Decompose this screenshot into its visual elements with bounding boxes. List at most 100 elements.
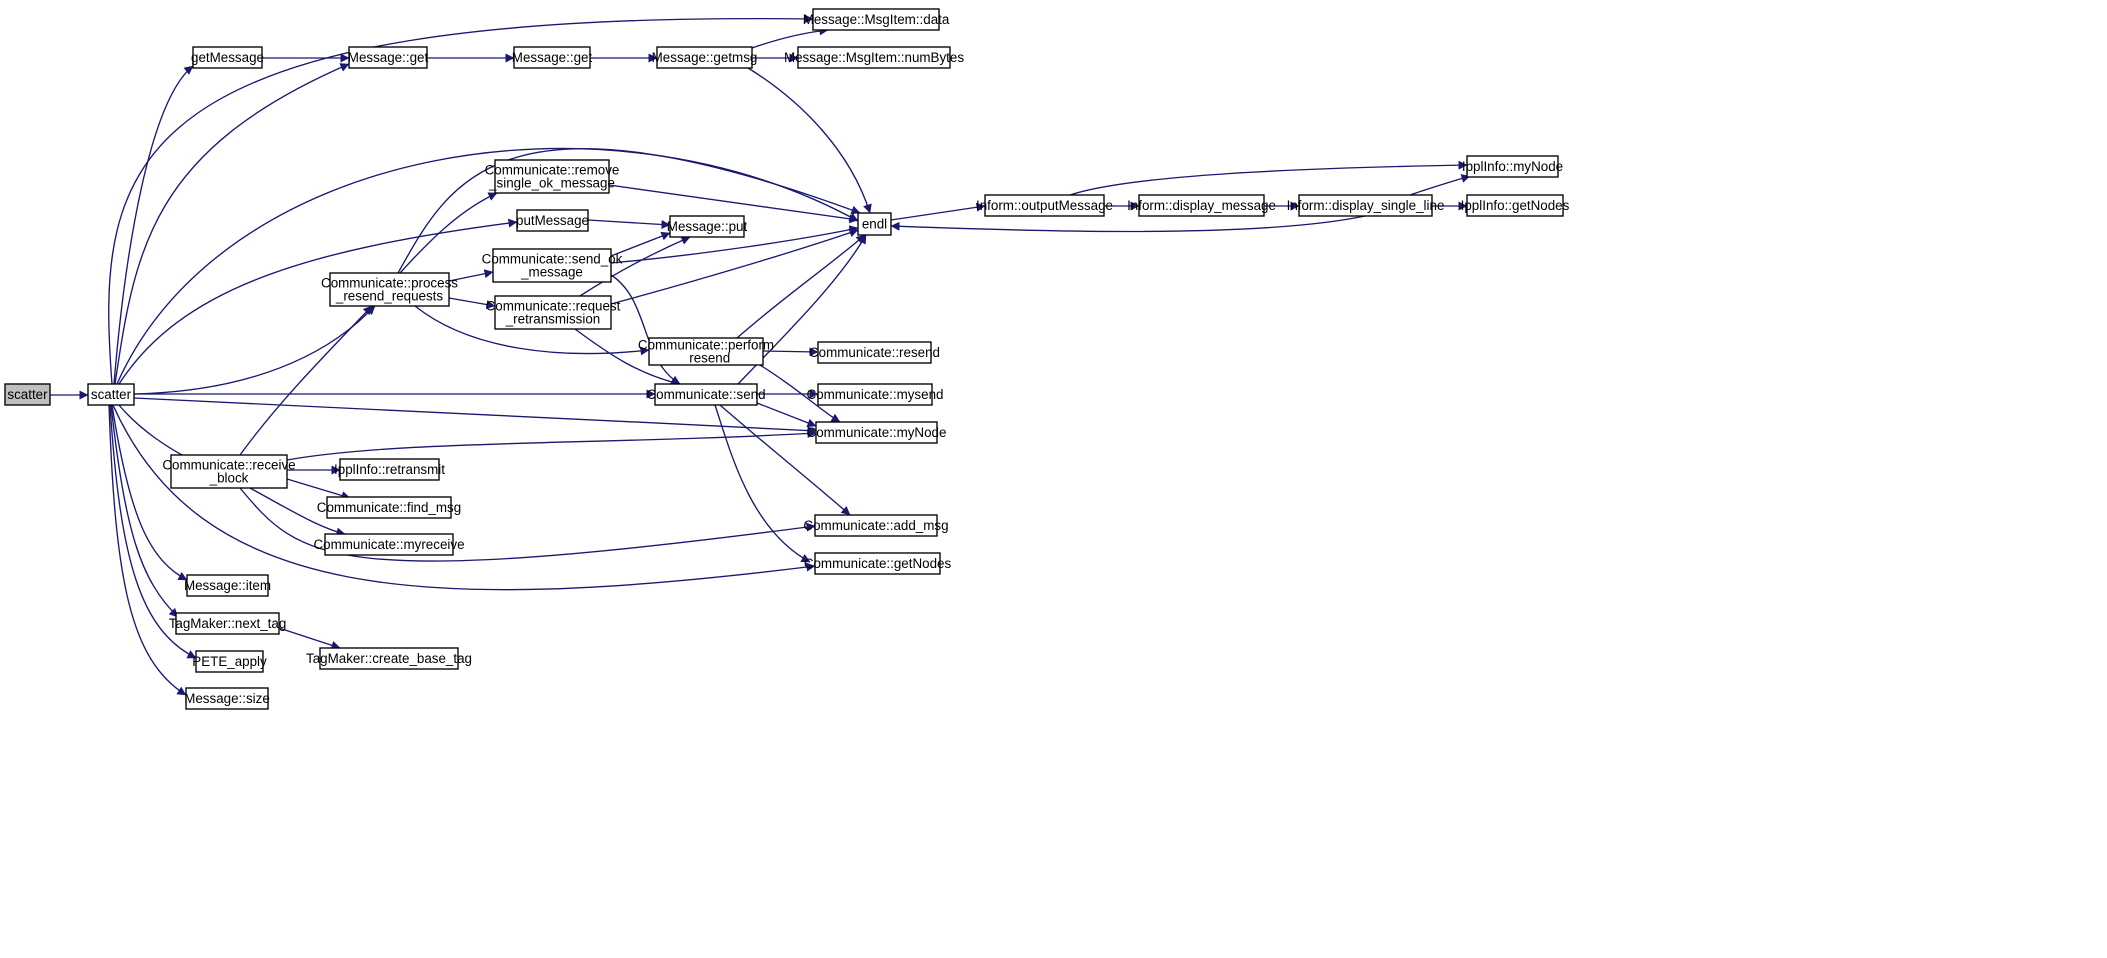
edge-receive_block-to-comm_mynode [286, 428, 817, 461]
node-msg-get2[interactable]: Message::get [512, 46, 593, 69]
node-box [185, 687, 269, 710]
node-label: Communicate::myreceive [313, 537, 464, 552]
node-label: Communicate::add_msg [803, 518, 948, 533]
node-getmsg[interactable]: Message::getmsg [652, 46, 758, 69]
node-pete-apply[interactable]: PETE_apply [192, 650, 267, 673]
node-label: PETE_apply [192, 654, 267, 669]
node-outputMessage[interactable]: Inform::outputMessage [976, 194, 1113, 217]
edge-process_resend-to-remove_single [399, 192, 498, 274]
node-label: IpplInfo::retransmit [334, 462, 445, 477]
node-myreceive[interactable]: Communicate::myreceive [313, 533, 465, 556]
node-msg-put[interactable]: Message::put [667, 215, 748, 238]
node-box [513, 46, 591, 69]
edge-arrow [610, 231, 671, 257]
edge-perform_resend-to-comm_mynode [759, 364, 841, 423]
edge-arrow [610, 274, 681, 385]
node-ippl-getnodes[interactable]: IpplInfo::getNodes [1461, 194, 1570, 217]
node-remove-single[interactable]: Communicate::remove_single_ok_message [485, 159, 620, 194]
node-putMessage[interactable]: putMessage [516, 209, 589, 232]
edge-scatter-to-msgitem_data [108, 14, 814, 385]
node-process-resend[interactable]: Communicate::process_resend_requests [321, 272, 458, 307]
node-comm-send[interactable]: Communicate::send [646, 383, 766, 406]
node-scatter[interactable]: scatter [87, 383, 135, 406]
edge-arrow [751, 26, 829, 49]
node-label: Communicate::myNode [807, 425, 947, 440]
node-add-msg[interactable]: Communicate::add_msg [803, 514, 949, 537]
node-msgitem-data[interactable]: Message::MsgItem::data [803, 8, 950, 31]
node-comm-resend[interactable]: Communicate::resend [809, 341, 940, 364]
node-label: Communicate::receive [162, 458, 295, 473]
node-comm-getnodes[interactable]: Communicate::getNodes [804, 552, 952, 575]
edge-scatter-to-comm_mynode [133, 397, 817, 436]
node-label: endl [862, 217, 887, 232]
edge-process_resend-to-endl [397, 148, 861, 274]
edge-arrow [756, 402, 817, 428]
node-box [186, 574, 269, 597]
node-display-message[interactable]: Inform::display_message [1127, 194, 1276, 217]
node-box [817, 383, 933, 406]
edges-layer [50, 14, 1471, 696]
edge-outputMessage-to-ippl_mynode [1069, 160, 1468, 196]
edge-arrow [587, 219, 671, 229]
node-label: Message::getmsg [652, 50, 758, 65]
node-box [817, 341, 932, 364]
node-box [814, 552, 941, 575]
node-label: Communicate::perform [638, 338, 774, 353]
edge-arrow [448, 269, 494, 282]
edge-perform_resend-to-endl [736, 234, 866, 339]
edge-arrow [111, 404, 188, 581]
node-msgitem-numbytes[interactable]: Message::MsgItem::numBytes [784, 46, 964, 69]
node-request-retrans[interactable]: Communicate::request_retransmission [486, 295, 621, 330]
edge-arrow [397, 148, 861, 274]
edge-arrow [108, 404, 187, 696]
node-label: getMessage [191, 50, 264, 65]
node-label: Message::MsgItem::data [803, 12, 950, 27]
edge-arrow [1069, 160, 1468, 196]
edge-arrow [610, 225, 859, 264]
node-endl[interactable]: endl [857, 212, 892, 236]
node-find-msg[interactable]: Communicate::find_msg [317, 496, 461, 519]
edge-arrow [414, 305, 650, 356]
node-getMessage[interactable]: getMessage [191, 46, 264, 69]
node-label: Message::get [348, 50, 429, 65]
node-label: scatter [7, 387, 48, 402]
node-ippl-mynode[interactable]: IpplInfo::myNode [1462, 155, 1563, 178]
node-label: Communicate::remove [485, 163, 620, 178]
node-label: _retransmission [505, 312, 601, 327]
edge-arrow [286, 478, 351, 500]
node-create-base-tag[interactable]: TagMaker::create_base_tag [306, 647, 472, 670]
node-label: Communicate::resend [809, 345, 940, 360]
node-perform-resend[interactable]: Communicate::perform_resend [638, 337, 774, 366]
edge-scatter-to-receive_block [118, 404, 197, 463]
node-msg-item[interactable]: Message::item [184, 574, 271, 597]
node-label: Communicate::send [646, 387, 765, 402]
node-msg-get1[interactable]: Message::get [348, 46, 429, 69]
edge-arrow [118, 404, 197, 463]
node-ippl-retransmit[interactable]: IpplInfo::retransmit [334, 458, 445, 481]
node-label: _resend [681, 351, 730, 366]
edge-scatter-to-msg_get1 [114, 63, 350, 385]
node-send-ok[interactable]: Communicate::send_ok_message [482, 248, 623, 283]
edge-putMessage-to-msg_put [587, 219, 671, 229]
edge-arrow [759, 364, 841, 423]
node-comm-mynode[interactable]: Communicate::myNode [807, 421, 947, 444]
node-box [87, 383, 135, 406]
edge-arrow [736, 234, 866, 339]
edge-request_retrans-to-comm_send [574, 328, 681, 387]
node-label: TagMaker::create_base_tag [306, 651, 472, 666]
edge-display_single-to-ippl_mynode [1409, 174, 1471, 196]
node-msg-size[interactable]: Message::size [184, 687, 270, 710]
node-root: scatter [4, 383, 51, 406]
node-label: IpplInfo::getNodes [1461, 198, 1570, 213]
node-label: Message::item [184, 578, 271, 593]
node-display-single[interactable]: Inform::display_single_line [1287, 194, 1445, 217]
node-comm-mysend[interactable]: Communicate::mysend [807, 383, 944, 406]
edge-arrow [133, 397, 817, 436]
node-box [516, 209, 589, 232]
node-box [812, 8, 940, 31]
edge-arrow [239, 305, 373, 456]
node-receive-block[interactable]: Communicate::receive_block [162, 454, 296, 489]
node-next-tag[interactable]: TagMaker::next_tag [169, 612, 287, 635]
edge-receive_block-to-myreceive [249, 487, 346, 537]
